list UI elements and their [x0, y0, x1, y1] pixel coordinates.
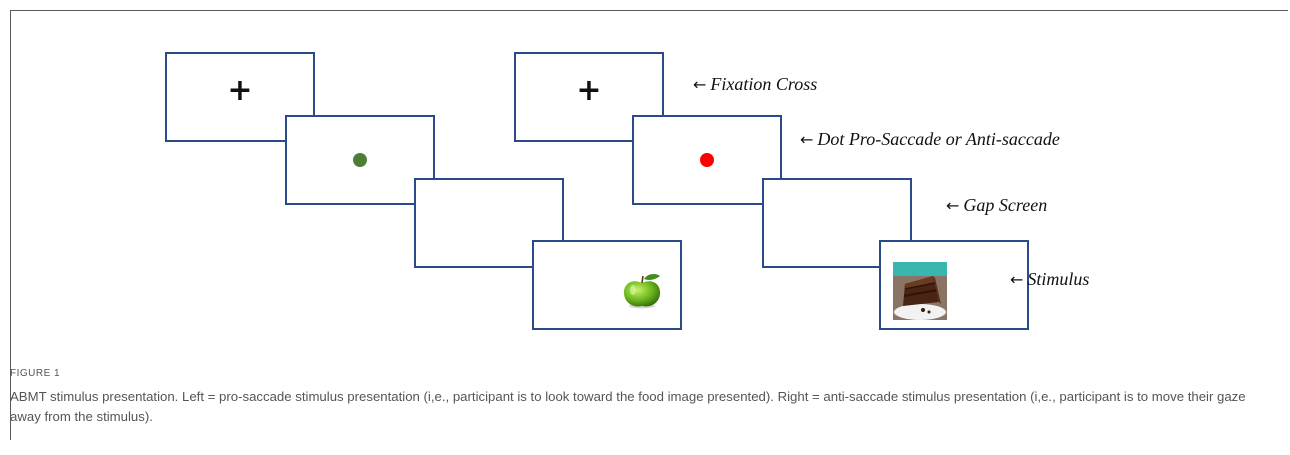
- anti-saccade-dot: [700, 153, 714, 167]
- figure-frame: [10, 10, 1288, 440]
- left-stimulus-panel: [532, 240, 682, 330]
- green-apple-icon: [618, 272, 666, 315]
- left-arrow-icon: ←: [800, 130, 814, 149]
- left-arrow-icon: ←: [946, 196, 960, 215]
- gap-screen-label: ←Gap Screen: [946, 195, 1047, 216]
- dot-text: Dot Pro-Saccade or Anti-saccade: [817, 129, 1060, 149]
- fixation-cross: +: [576, 73, 602, 108]
- right-stimulus-panel: [879, 240, 1029, 330]
- dot-label: ←Dot Pro-Saccade or Anti-saccade: [800, 129, 1060, 150]
- right-dot-panel: [632, 115, 782, 205]
- fixation-cross: +: [227, 73, 253, 108]
- left-arrow-icon: ←: [693, 75, 707, 94]
- fixation-cross-text: Fixation Cross: [710, 74, 818, 94]
- figure-number: FIGURE 1: [10, 368, 61, 379]
- stimulus-text: Stimulus: [1027, 269, 1090, 289]
- fixation-cross-label: ←Fixation Cross: [693, 74, 817, 95]
- left-arrow-icon: ←: [1010, 270, 1024, 289]
- gap-screen-text: Gap Screen: [963, 195, 1048, 215]
- left-dot-panel: [285, 115, 435, 205]
- chocolate-cake-icon: [893, 262, 947, 320]
- stimulus-label: ←Stimulus: [1010, 269, 1089, 290]
- figure-caption: ABMT stimulus presentation. Left = pro-s…: [10, 389, 1246, 424]
- pro-saccade-dot: [353, 153, 367, 167]
